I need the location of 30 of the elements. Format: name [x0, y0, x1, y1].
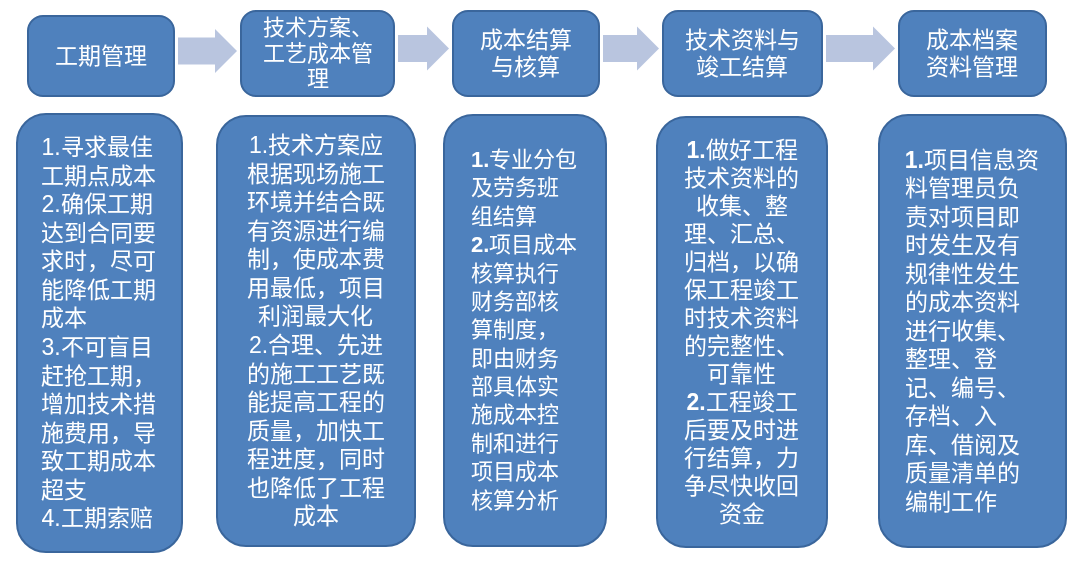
detail-text: 2.确保工期达到合同要求时，尽可能降低工期成本 [41, 190, 158, 333]
detail-text: 1.做好工程技术资料的收集、整理、汇总、归档，以确保工程竣工时技术资料的完整性、可靠性 [683, 135, 801, 389]
detail-text: 3.不可盲目赶抢工期，增加技术措施费用，导致工期成本超支 [41, 333, 158, 505]
detail-text: 1.寻求最佳工期点成本 [41, 133, 158, 191]
stage-box [452, 10, 600, 97]
stage-title: 工期管理 [54, 42, 148, 70]
detail-text: 1.项目信息资料管理员负责对项目即时发生及有规律性发生的成本资料进行收集、整理、登记、编号、存档、入库、借阅及质量清单的编制工作 [904, 145, 1040, 517]
stage-title: 技术方案、工艺成本管理 [261, 14, 374, 93]
stage-box [27, 15, 175, 97]
detail-box [656, 116, 828, 548]
detail-box [443, 114, 607, 547]
stage-title: 成本档案资料管理 [925, 27, 1020, 80]
detail-box [216, 115, 416, 547]
detail-text: 2.工程竣工后要及时进行结算，力争尽快收回资金 [683, 388, 801, 529]
stage-title: 技术资料与竣工结算 [684, 27, 801, 80]
detail-text: 2.合理、先进的施工工艺既能提高工程的质量，加快工程进度，同时也降低了工程成本 [246, 331, 386, 531]
detail-text: 2.项目成本核算执行财务部核算制度，即由财务部具体实施成本控制和进行项目成本核算分析 [471, 231, 579, 515]
stage-box [898, 10, 1047, 97]
stage-box [240, 10, 395, 97]
detail-text: 1.技术方案应根据现场施工环境并结合既有资源进行编制，使成本费用最低，项目利润最大化 [246, 131, 386, 331]
detail-text: 4.工期索赔 [41, 504, 154, 533]
stage-title: 成本结算与核算 [479, 27, 573, 80]
arrow [398, 26, 449, 71]
stage-box [662, 10, 823, 97]
arrow [826, 26, 895, 71]
detail-text: 1.专业分包及劳务班组结算 [471, 146, 579, 231]
arrow [178, 29, 237, 73]
arrow [603, 26, 659, 71]
detail-box [878, 114, 1067, 548]
detail-box [16, 113, 183, 553]
